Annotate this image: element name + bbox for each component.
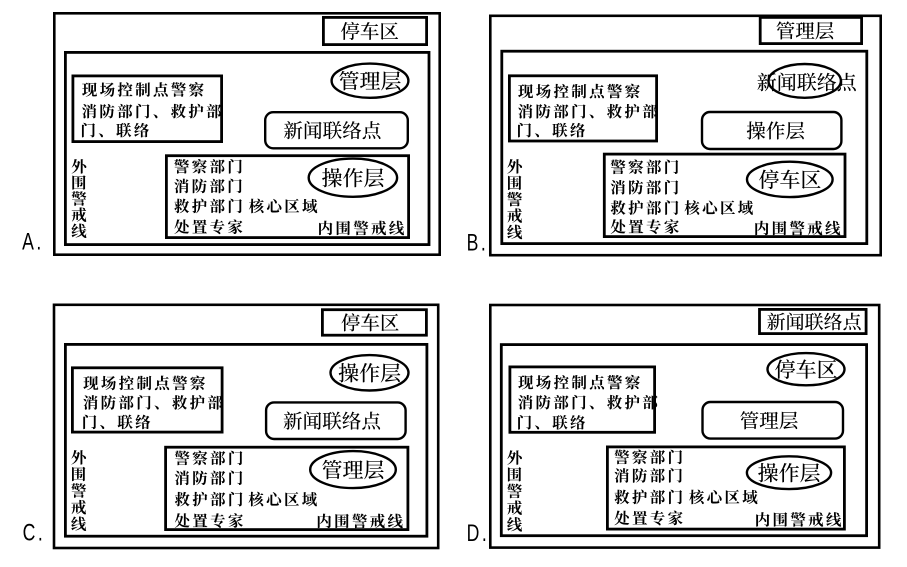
svg-text:C.: C. — [23, 519, 46, 547]
svg-text:A.: A. — [22, 228, 44, 256]
svg-text:D.: D. — [467, 519, 490, 547]
svg-text:B.: B. — [467, 228, 489, 256]
